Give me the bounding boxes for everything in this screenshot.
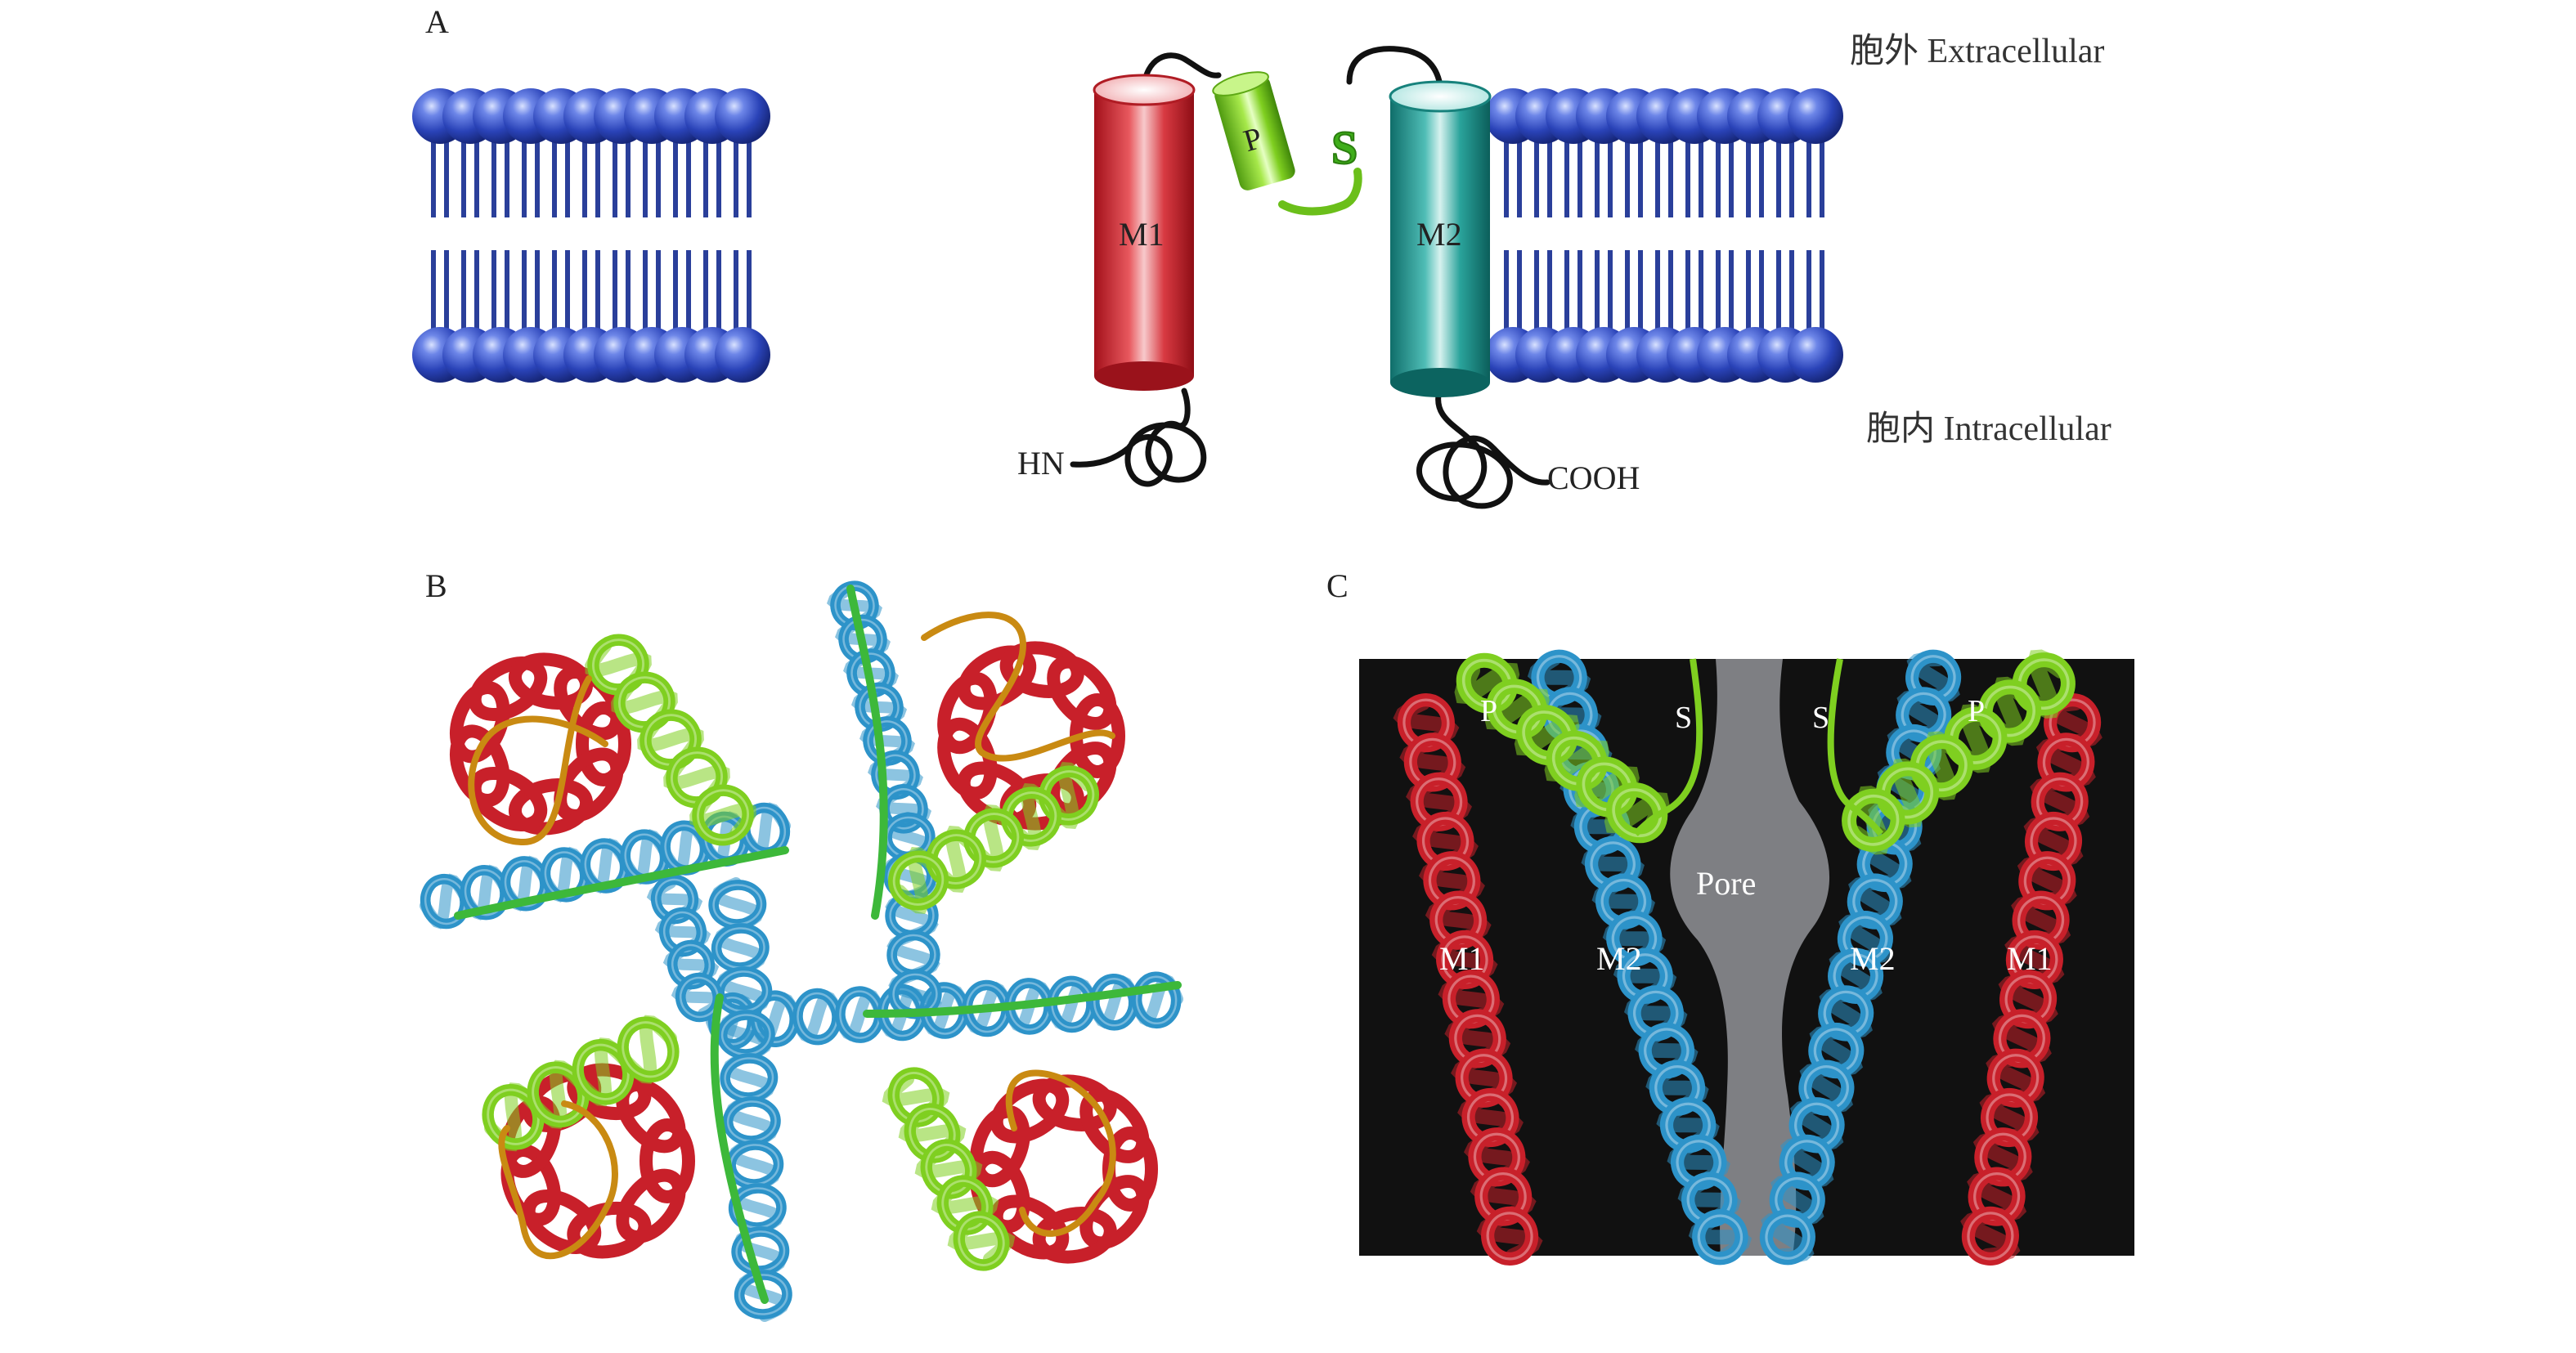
p-helix [886,1066,1011,1273]
panel-a: A 胞外 Extracellular 胞内 Intracellular P S [412,3,2112,506]
m2-helix-cylinder: M2 [1390,82,1490,397]
m2-ribbon [832,582,927,832]
panel-b-label: B [425,567,447,604]
p-helix-back [890,1079,1008,1259]
panel-b: B [421,567,1178,1316]
n-terminus-label: HN [1017,445,1065,482]
c-terminal-tail [1419,391,1547,506]
tetramer-top-view [421,582,1178,1316]
side-p-right-label: P [1968,694,1985,728]
panel-c: C P S S P Pore M1 M2 M2 M1 [1326,567,2134,1263]
lipid-head-inner [715,327,770,383]
side-m1-right-label: M1 [2007,940,2053,977]
side-s-left-label: S [1675,701,1692,735]
p-segment: P [1210,67,1297,192]
m1-helix-cylinder: M1 [1094,75,1194,391]
side-m2-right-label: M2 [1850,940,1896,977]
lipid-head-inner [1788,327,1843,383]
lipid-head-outer [715,88,770,144]
n-terminal-tail [1073,391,1204,484]
p-s-linker [1282,172,1358,212]
m1-ring-turn [1043,652,1121,734]
side-m1-left-label: M1 [1439,940,1485,977]
lipid-head-outer [1788,88,1843,144]
c-terminus-label: COOH [1547,459,1640,496]
pore-label: Pore [1696,865,1756,902]
side-p-left-label: P [1480,694,1497,728]
p-helix [584,630,758,849]
side-m2-left-label: M2 [1596,940,1642,977]
s-filter-label: S [1331,121,1358,174]
extracellular-label: 胞外 Extracellular [1850,33,2104,70]
m2-label: M2 [1416,216,1462,253]
p-helix-back [591,646,750,834]
s-selectivity-filter: S [1331,121,1358,174]
m1-label: M1 [1119,216,1165,253]
side-s-right-label: S [1812,701,1829,735]
intracellular-label: 胞内 Intracellular [1866,410,2112,448]
panel-c-label: C [1326,567,1349,604]
panel-a-label: A [425,3,449,40]
